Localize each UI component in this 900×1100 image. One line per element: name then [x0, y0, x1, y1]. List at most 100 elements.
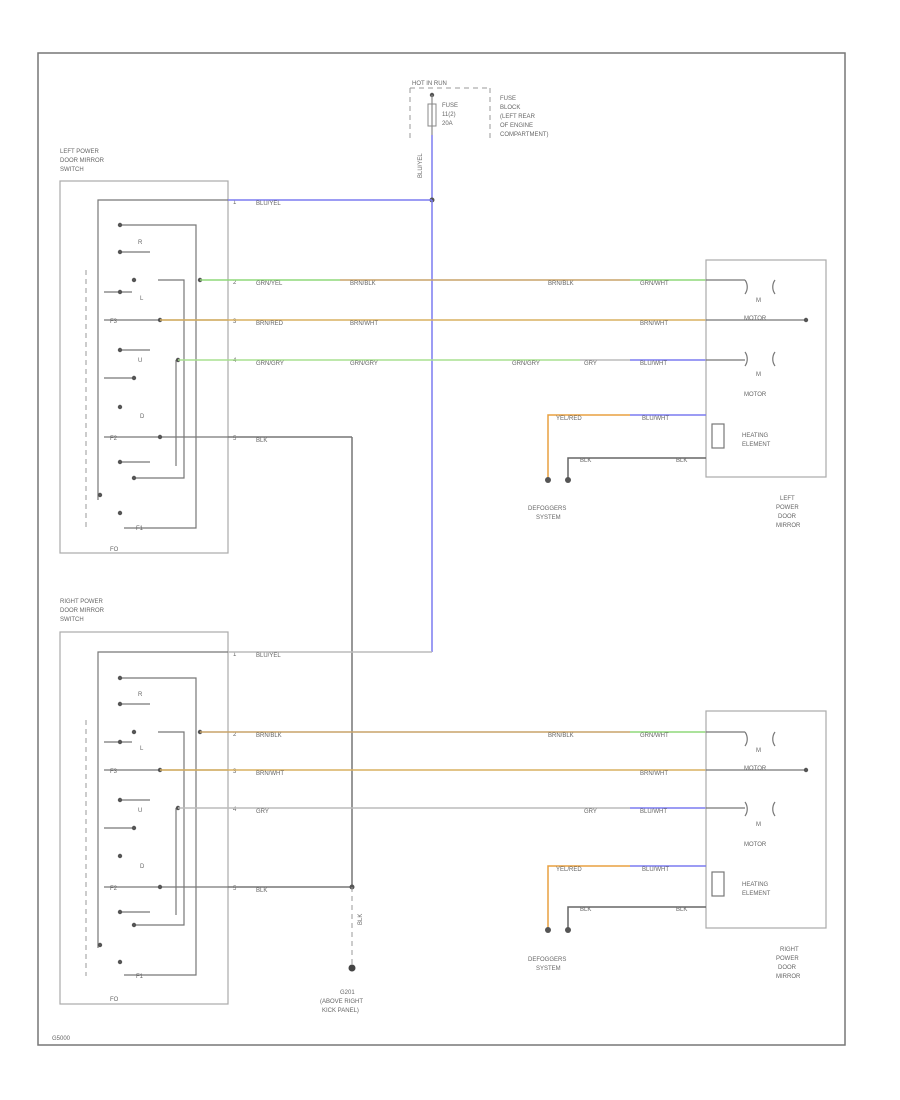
left-motor2-m: M: [756, 372, 761, 378]
right-switch-terminal-1: 1: [233, 652, 237, 658]
right-switch-contact-d: D: [140, 864, 145, 870]
fuse-source-label: HOT IN RUN: [412, 81, 447, 87]
left-mirror-title-1: LEFT: [780, 496, 795, 502]
left-switch-terminal-1: 1: [233, 200, 237, 206]
fuse-block-line-3: (LEFT REAR: [500, 114, 536, 120]
left-motor2-label: MOTOR: [744, 392, 767, 398]
ground-label-1: G201: [340, 990, 355, 996]
right-switch-box: [59, 631, 229, 1005]
left-switch-title-2: DOOR MIRROR: [60, 158, 105, 164]
ground-g201: BLK G201 (ABOVE RIGHT KICK PANEL): [320, 884, 364, 1014]
left-mirror-title-2: POWER: [776, 505, 799, 511]
left-heater-label-1: HEATING: [742, 433, 769, 439]
left-switch-terminal-4: 4: [233, 358, 237, 364]
right-defogger-label-1: DEFOGGERS: [528, 957, 566, 963]
right-switch-terminal-4: 4: [233, 807, 237, 813]
left-heat-out-end-label: BLK: [676, 458, 687, 464]
fuse-block: HOT IN RUN FUSE 11(2) 20A FUSE BLOCK (LE…: [409, 81, 548, 203]
fuse-feed-wire-label: BLU/YEL: [418, 153, 424, 178]
left-heater-element-icon: [711, 423, 725, 449]
fuse-block-line-5: COMPARTMENT): [500, 132, 548, 138]
fuse-number-line-3: 20A: [442, 121, 453, 127]
right-power-door-mirror-switch: RIGHT POWER DOOR MIRROR SWITCH R L U: [59, 599, 237, 1005]
ground-label-2: (ABOVE RIGHT: [320, 999, 363, 1005]
right-mirror-title-4: MIRROR: [776, 974, 801, 980]
left-heat-out-label: BLK: [580, 458, 591, 464]
left-defogger-label-1: DEFOGGERS: [528, 506, 566, 512]
right-switch-title-1: RIGHT POWER: [60, 599, 104, 605]
left-defogger-label-2: SYSTEM: [536, 515, 561, 521]
right-switch-wires: BLU/YEL BRN/BLK BRN/BLK GRN/WHT BRN/WHT …: [160, 651, 706, 894]
right-switch-title-3: SWITCH: [60, 617, 84, 623]
left-switch-title-3: SWITCH: [60, 167, 84, 173]
right-motor1-label: MOTOR: [744, 766, 767, 772]
ground-wire-label: BLK: [358, 914, 364, 925]
left-mirror-title-3: DOOR: [778, 514, 797, 520]
right-motor1-m: M: [756, 748, 761, 754]
right-switch-title-2: DOOR MIRROR: [60, 608, 105, 614]
right-heat-out-label: BLK: [580, 907, 591, 913]
left-power-door-mirror: M MOTOR M MOTOR HEATING ELEMENT LEFT POW…: [705, 259, 827, 529]
right-heat-in-end-label: BLU/WHT: [642, 867, 669, 873]
left-motor1-m: M: [756, 298, 761, 304]
fuse-block-line-4: OF ENGINE: [500, 123, 533, 129]
right-power-door-mirror: M MOTOR M MOTOR HEATING ELEMENT RIGHT PO…: [705, 710, 827, 980]
left-switch-contact-r: R: [138, 240, 143, 246]
right-gnd-wire-label: BLK: [256, 888, 267, 894]
left-switch-wires: BLU/YEL GRN/YEL BRN/BLK BRN/BLK GRN/WHT …: [160, 199, 706, 887]
left-w1-mid2-label: BRN/BLK: [548, 281, 574, 287]
fuse-number-line-1: FUSE: [442, 103, 458, 109]
right-w3-mid-label: GRY: [584, 809, 597, 815]
left-gnd-wire-label: BLK: [256, 438, 267, 444]
left-switch-contact-fo: FO: [110, 547, 119, 553]
left-defogger-wires: YEL/RED BLU/WHT BLK BLK DEFOGGERS SYSTEM: [528, 414, 706, 521]
diagram-frame: [37, 52, 846, 1046]
left-switch-contact-d: D: [140, 414, 145, 420]
left-switch-contact-f2: F2: [110, 436, 118, 442]
right-switch-terminal-3: 3: [233, 769, 237, 775]
left-power-door-mirror-switch: LEFT POWER DOOR MIRROR SWITCH R L U: [59, 149, 237, 554]
left-heat-in-end-label: BLU/WHT: [642, 416, 669, 422]
right-mirror-title-3: DOOR: [778, 965, 797, 971]
left-switch-box: [59, 180, 229, 554]
left-w2-end-label: BRN/WHT: [640, 321, 668, 327]
right-switch-contact-l: L: [140, 746, 144, 752]
right-heater-element-icon: [711, 871, 725, 897]
right-switch-contact-f2: F2: [110, 886, 118, 892]
left-mirror-title-4: MIRROR: [776, 523, 801, 529]
right-mirror-box: [705, 710, 827, 929]
left-heater-label-2: ELEMENT: [742, 442, 771, 448]
left-feed-wire-label: BLU/YEL: [256, 201, 281, 207]
right-mirror-title-1: RIGHT: [780, 947, 799, 953]
right-motor2-label: MOTOR: [744, 842, 767, 848]
left-w3-label: GRN/GRY: [256, 361, 284, 367]
left-w3-mid2-label: GRN/GRY: [512, 361, 540, 367]
right-defogger-wires: YEL/RED BLU/WHT BLK BLK DEFOGGERS SYSTEM: [528, 865, 706, 972]
right-w1-label: BRN/BLK: [256, 733, 282, 739]
right-switch-contact-fo: FO: [110, 997, 119, 1003]
right-w1-mid-label: BRN/BLK: [548, 733, 574, 739]
left-w1-mid-label: BRN/BLK: [350, 281, 376, 287]
ground-label-3: KICK PANEL): [322, 1008, 359, 1014]
right-switch-contact-r: R: [138, 692, 143, 698]
right-defogger-label-2: SYSTEM: [536, 966, 561, 972]
right-feed-wire-label: BLU/YEL: [256, 653, 281, 659]
left-heat-in-label: YEL/RED: [556, 416, 582, 422]
left-switch-contact-u: U: [138, 358, 142, 364]
fuse-block-line-2: BLOCK: [500, 105, 520, 111]
left-switch-terminal-3: 3: [233, 319, 237, 325]
left-w3-end-label: BLU/WHT: [640, 361, 667, 367]
right-switch-contact-u: U: [138, 808, 142, 814]
right-switch-contact-f3: F3: [110, 769, 118, 775]
left-switch-contact-l: L: [140, 296, 144, 302]
left-mirror-box: [705, 259, 827, 478]
left-switch-contact-f1: F1: [136, 526, 144, 532]
left-w1-label: GRN/YEL: [256, 281, 283, 287]
right-heater-label-1: HEATING: [742, 882, 769, 888]
left-switch-terminal-5: 5: [233, 436, 237, 442]
right-w1-end-label: GRN/WHT: [640, 733, 669, 739]
right-switch-contact-f1: F1: [136, 974, 144, 980]
footer-code: G5000: [52, 1036, 71, 1042]
right-heater-label-2: ELEMENT: [742, 891, 771, 897]
